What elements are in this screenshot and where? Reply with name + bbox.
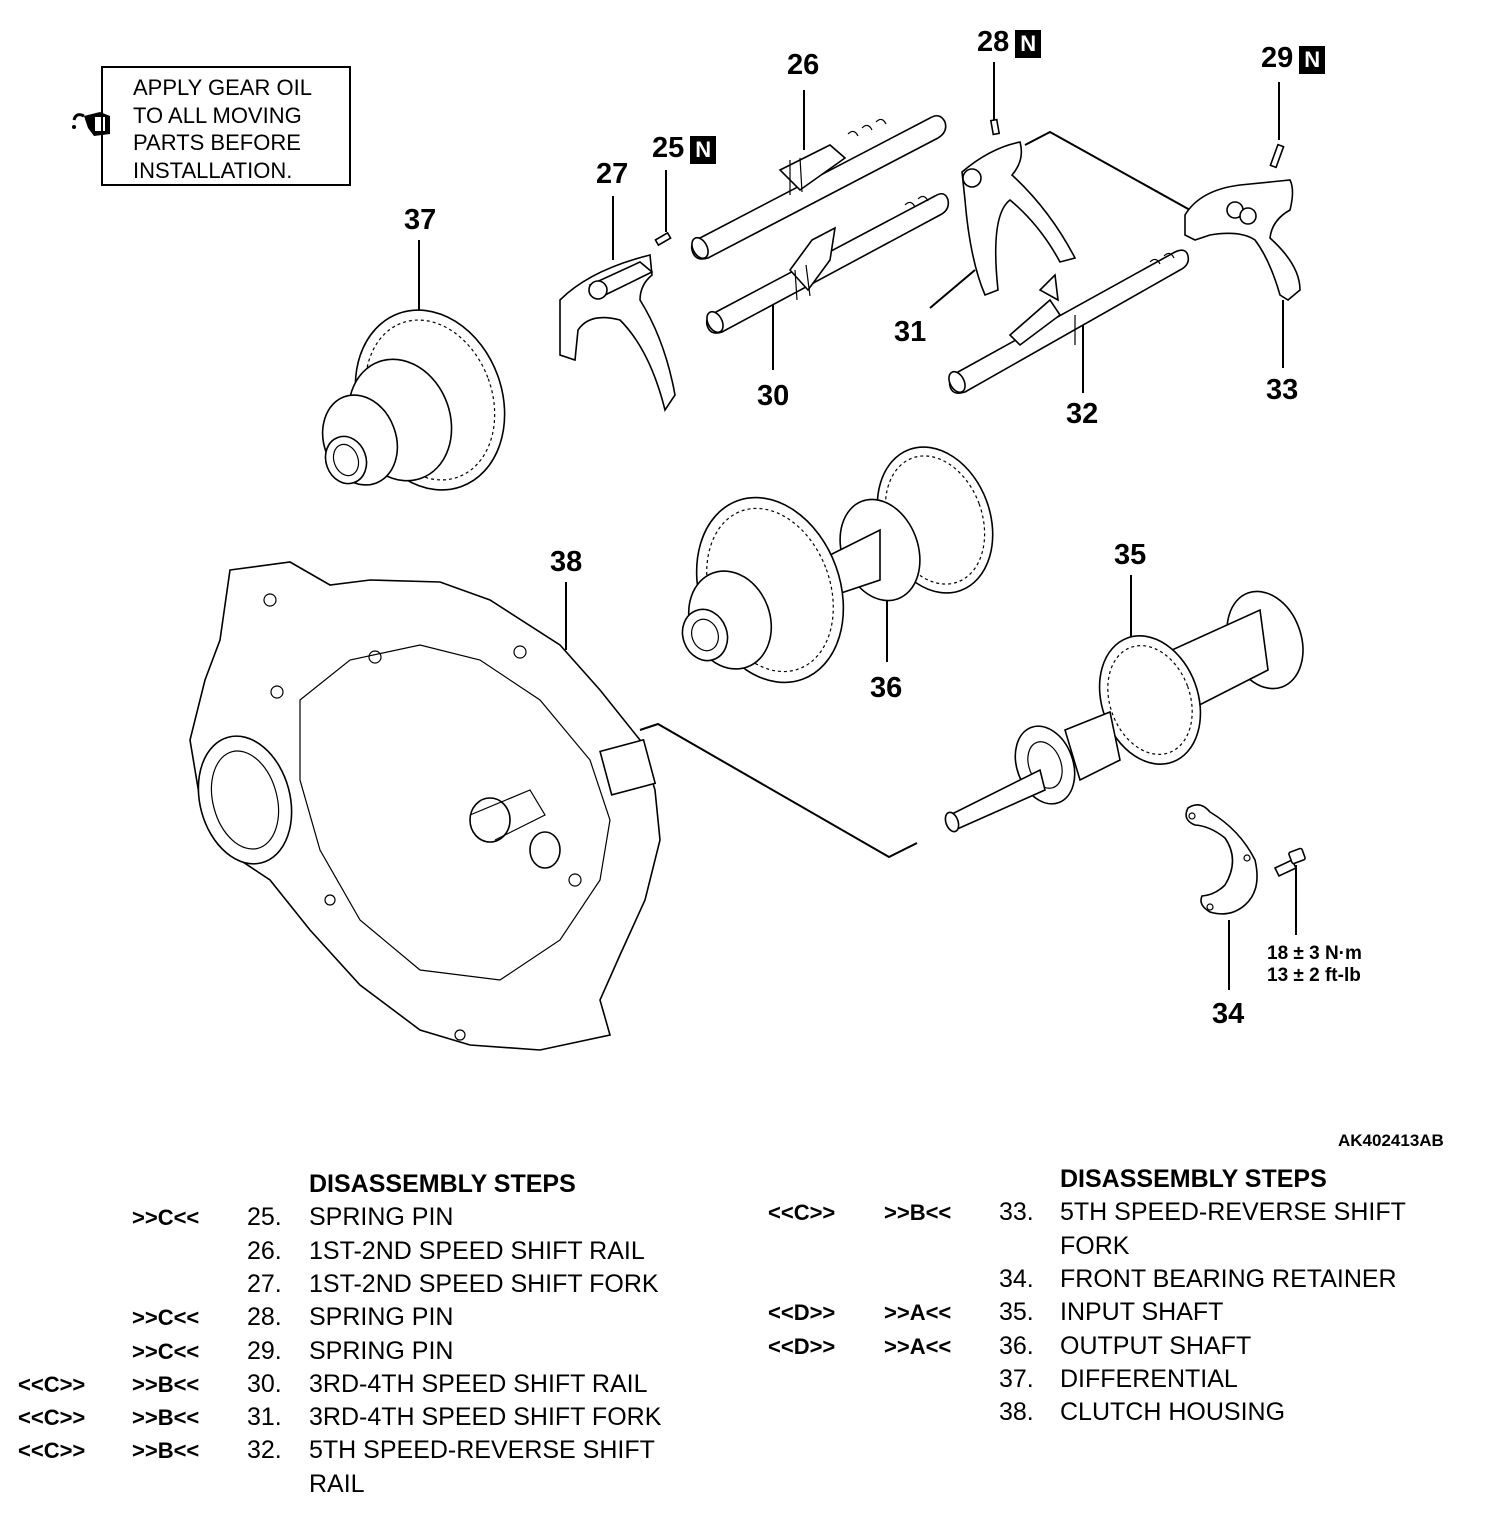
callout-33: 33 bbox=[1266, 374, 1299, 406]
step-number: 32. bbox=[247, 1436, 282, 1465]
installation-mark: >>B<< bbox=[132, 1371, 200, 1397]
note-line: APPLY GEAR OIL bbox=[133, 75, 312, 100]
spring-pin-28 bbox=[989, 118, 1001, 136]
step-number: 35. bbox=[999, 1298, 1034, 1327]
installation-mark: >>B<< bbox=[884, 1200, 952, 1226]
spring-pin-29 bbox=[1269, 143, 1285, 169]
disassembly-steps-left: DISASSEMBLY STEPS >>C<< 25. SPRING PIN 26. 1… bbox=[0, 1168, 740, 1508]
removal-mark: <<C>> bbox=[18, 1405, 86, 1431]
spring-pin-25 bbox=[654, 231, 672, 247]
torque-metric: 18 ± 3 N·m bbox=[1267, 943, 1362, 964]
step-text: OUTPUT SHAFT bbox=[1060, 1331, 1252, 1360]
step-number: 29. bbox=[247, 1336, 282, 1365]
gear-oil-note: APPLY GEAR OIL TO ALL MOVING PARTS BEFOR… bbox=[101, 66, 351, 186]
step-number: 25. bbox=[247, 1203, 282, 1232]
note-line: TO ALL MOVING bbox=[133, 102, 302, 128]
differential-37 bbox=[321, 309, 506, 491]
steps-heading: DISASSEMBLY STEPS bbox=[1060, 1165, 1327, 1193]
shift-rail-26 bbox=[690, 114, 947, 260]
steps-heading: DISASSEMBLY STEPS bbox=[309, 1170, 576, 1198]
step-text: 5TH SPEED-REVERSE SHIFT bbox=[1060, 1198, 1406, 1227]
step-text: 3RD-4TH SPEED SHIFT RAIL bbox=[309, 1369, 648, 1398]
step-text: 3RD-4TH SPEED SHIFT FORK bbox=[309, 1403, 662, 1432]
shift-fork-27 bbox=[559, 253, 676, 412]
step-text: FRONT BEARING RETAINER bbox=[1060, 1264, 1397, 1293]
installation-mark: >>A<< bbox=[884, 1300, 952, 1326]
shift-fork-33 bbox=[1184, 179, 1301, 301]
new-part-badge: N bbox=[1015, 30, 1042, 58]
removal-mark: <<C>> bbox=[768, 1200, 836, 1226]
step-number: 28. bbox=[247, 1303, 282, 1332]
shift-fork-31 bbox=[961, 141, 1077, 297]
oil-can-icon bbox=[72, 112, 110, 136]
bolt-icon bbox=[1273, 847, 1306, 878]
callout-36: 36 bbox=[870, 672, 903, 704]
callout-34: 34 bbox=[1212, 998, 1245, 1030]
callout-32: 32 bbox=[1066, 398, 1099, 430]
step-text: SPRING PIN bbox=[309, 1303, 454, 1332]
step-number: 38. bbox=[999, 1398, 1034, 1427]
step-number: 33. bbox=[999, 1198, 1034, 1227]
new-part-badge: N bbox=[1299, 46, 1326, 74]
leader-lines bbox=[418, 62, 1297, 990]
callout-number: 29 bbox=[1261, 42, 1294, 74]
shift-rail-32 bbox=[948, 249, 1190, 394]
step-number: 36. bbox=[999, 1331, 1034, 1360]
callout-35: 35 bbox=[1114, 539, 1147, 571]
installation-mark: >>B<< bbox=[132, 1405, 200, 1431]
removal-mark: <<D>> bbox=[768, 1300, 836, 1326]
step-number: 26. bbox=[247, 1236, 282, 1265]
step-text: SPRING PIN bbox=[309, 1203, 454, 1232]
step-number: 34. bbox=[999, 1264, 1034, 1293]
note-line: PARTS BEFORE bbox=[133, 130, 301, 155]
clutch-housing-38 bbox=[189, 561, 661, 1051]
step-text: DIFFERENTIAL bbox=[1060, 1364, 1238, 1393]
step-text: 5TH SPEED-REVERSE SHIFT bbox=[309, 1436, 655, 1465]
installation-mark: >>C<< bbox=[132, 1338, 200, 1364]
callout-37: 37 bbox=[404, 204, 437, 236]
fork-assembly-line bbox=[1024, 130, 1191, 211]
removal-mark: <<C>> bbox=[18, 1438, 86, 1464]
note-line: INSTALLATION. bbox=[133, 157, 293, 183]
step-number: 27. bbox=[247, 1269, 282, 1298]
housing-assembly-line bbox=[639, 722, 918, 859]
installation-mark: >>B<< bbox=[132, 1438, 200, 1464]
callout-38: 38 bbox=[550, 546, 583, 578]
leader-31 bbox=[929, 269, 976, 309]
callout-27: 27 bbox=[596, 158, 629, 190]
input-shaft-35 bbox=[944, 590, 1304, 833]
front-bearing-retainer-34 bbox=[1185, 804, 1258, 915]
step-text: CLUTCH HOUSING bbox=[1060, 1398, 1286, 1427]
callout-number: 28 bbox=[977, 26, 1010, 58]
installation-mark: >>C<< bbox=[132, 1205, 200, 1231]
shift-rail-30 bbox=[705, 192, 950, 334]
callout-26: 26 bbox=[787, 49, 820, 81]
output-shaft-36 bbox=[681, 446, 994, 684]
step-text-continued: RAIL bbox=[309, 1469, 365, 1498]
step-number: 31. bbox=[247, 1403, 282, 1432]
new-part-badge: N bbox=[690, 136, 717, 164]
step-text: 1ST-2ND SPEED SHIFT FORK bbox=[309, 1269, 659, 1298]
torque-spec: 18 ± 3 N·m 13 ± 2 ft-lb bbox=[1267, 943, 1362, 987]
callout-30: 30 bbox=[757, 380, 790, 412]
step-number: 37. bbox=[999, 1364, 1034, 1393]
callout-31: 31 bbox=[894, 316, 927, 348]
step-text-continued: FORK bbox=[1060, 1231, 1130, 1260]
step-text: SPRING PIN bbox=[309, 1336, 454, 1365]
disassembly-steps-right: DISASSEMBLY STEPS <<C>> >>B<< 33. 5TH SPEED… bbox=[750, 1163, 1504, 1443]
installation-mark: >>C<< bbox=[132, 1305, 200, 1331]
installation-mark: >>A<< bbox=[884, 1333, 952, 1359]
removal-mark: <<D>> bbox=[768, 1333, 836, 1359]
callout-number: 25 bbox=[652, 132, 685, 164]
step-number: 30. bbox=[247, 1369, 282, 1398]
step-text: INPUT SHAFT bbox=[1060, 1298, 1224, 1327]
torque-imperial: 13 ± 2 ft-lb bbox=[1267, 965, 1361, 986]
removal-mark: <<C>> bbox=[18, 1371, 86, 1397]
step-text: 1ST-2ND SPEED SHIFT RAIL bbox=[309, 1236, 645, 1265]
figure-code: AK402413AB bbox=[1338, 1131, 1444, 1150]
